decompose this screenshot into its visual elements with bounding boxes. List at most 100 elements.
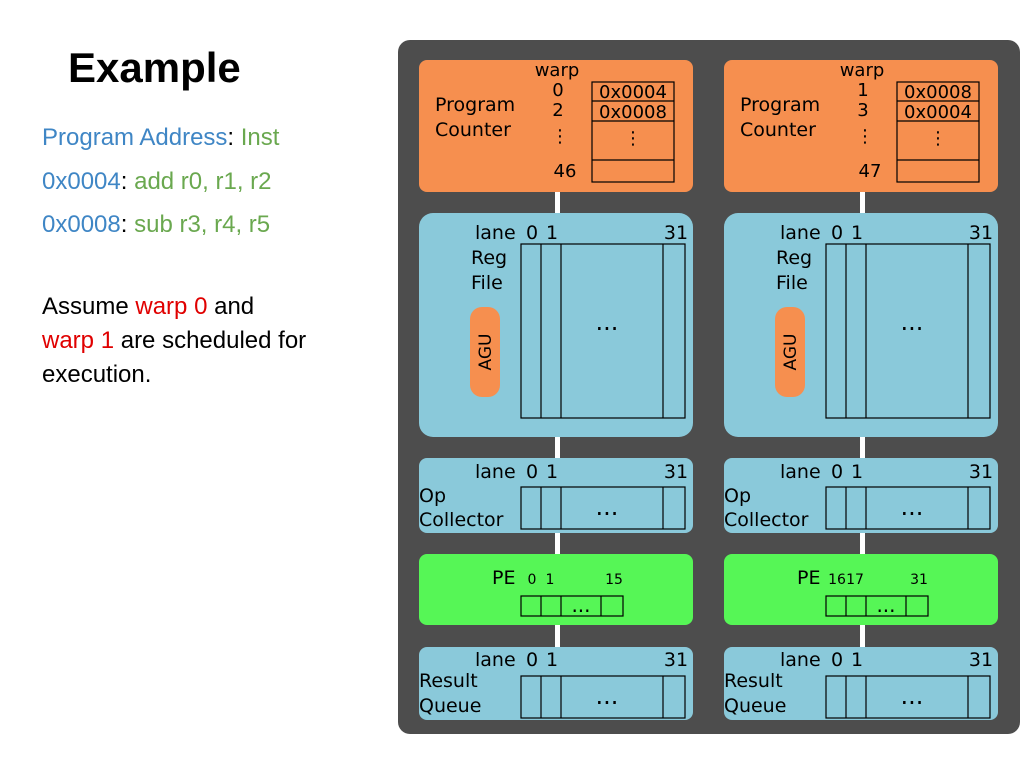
core-column-0: ProgramCounterwarp02⋮460x00040x0008⋮lane…	[419, 60, 693, 720]
lane-label: lane	[475, 461, 516, 483]
pc-table	[896, 81, 980, 183]
pc-vdots: ⋮	[624, 128, 642, 149]
lane-number: 31	[664, 222, 688, 244]
lane-number: 1	[851, 461, 863, 483]
pc-vdots: ⋮	[929, 128, 947, 149]
reg-lanes	[825, 243, 991, 419]
pc-title-line2: Counter	[740, 119, 816, 141]
rq-ellipsis: ...	[596, 682, 619, 710]
assume-text: Assume	[42, 293, 136, 320]
pc-title-line1: Program	[435, 94, 515, 116]
lane-number: 1	[546, 222, 558, 244]
lane-label: lane	[475, 222, 516, 244]
operand-collector-box	[724, 458, 998, 533]
inst-label: Inst	[240, 124, 280, 151]
lane-label: lane	[475, 649, 516, 671]
lane-number: 1	[851, 649, 863, 671]
warp-label: warp	[840, 60, 885, 81]
code-addr: 0x0008	[42, 211, 121, 238]
op-ellipsis: ...	[596, 493, 619, 521]
lane-number: 31	[664, 649, 688, 671]
code-line-1: 0x0004: add r0, r1, r2	[42, 168, 272, 196]
lane-number: 31	[969, 222, 993, 244]
warp-label: warp	[535, 60, 580, 81]
pe-box	[419, 554, 693, 625]
rq-title-line1: Result	[419, 670, 478, 692]
pe-lane-number: 15	[605, 572, 623, 588]
reg-lanes	[520, 243, 686, 419]
pe-ellipsis: ...	[876, 593, 895, 617]
reg-title-line2: File	[776, 272, 808, 294]
pe-label: PE	[492, 567, 515, 589]
pe-lanes	[825, 595, 929, 617]
assume-text: are scheduled for execution.	[42, 327, 307, 388]
code-addr: 0x0004	[42, 168, 121, 195]
pe-lane-number: 17	[846, 572, 864, 588]
op-ellipsis: ...	[901, 493, 924, 521]
lane-number: 31	[969, 461, 993, 483]
agu-box	[775, 307, 805, 397]
pc-value: 0x0008	[904, 82, 972, 103]
warp1-text: warp 1	[42, 327, 115, 354]
lane-number: 1	[851, 222, 863, 244]
pc-value: 0x0004	[599, 82, 667, 103]
agu-label: AGU	[476, 334, 496, 371]
lane-number: 31	[664, 461, 688, 483]
lane-number: 1	[546, 649, 558, 671]
warp-id: 46	[554, 161, 577, 182]
warp-vdots: ⋮	[551, 126, 569, 147]
reg-title-line1: Reg	[471, 247, 507, 269]
warp-id: 47	[859, 161, 882, 182]
program-counter-box	[419, 60, 693, 192]
agu-label: AGU	[781, 334, 801, 371]
lane-number: 0	[526, 649, 538, 671]
code-header: Program Address: Inst	[42, 124, 279, 152]
reg-ellipsis: ...	[596, 308, 619, 336]
agu-box	[470, 307, 500, 397]
pc-table	[591, 81, 675, 183]
warp-id: 2	[552, 100, 563, 121]
warp0-text: warp 0	[135, 293, 208, 320]
rq-lanes	[825, 675, 991, 719]
register-file-box	[419, 213, 693, 437]
op-lanes	[520, 486, 686, 530]
reg-ellipsis: ...	[901, 308, 924, 336]
slide-title: Example	[68, 44, 241, 91]
pc-title-line1: Program	[740, 94, 820, 116]
program-address-label: Program Address	[42, 124, 228, 151]
warp-id: 3	[857, 100, 868, 121]
op-title-line1: Op	[724, 485, 751, 507]
rq-title-line1: Result	[724, 670, 783, 692]
op-title-line1: Op	[419, 485, 446, 507]
pe-label: PE	[797, 567, 820, 589]
register-file-box	[724, 213, 998, 437]
code-line-2: 0x0008: sub r3, r4, r5	[42, 211, 270, 239]
code-inst: add r0, r1, r2	[134, 168, 272, 195]
result-queue-box	[419, 647, 693, 720]
op-lanes	[825, 486, 991, 530]
lane-label: lane	[780, 222, 821, 244]
pe-lane-number: 0	[528, 572, 537, 588]
pe-lane-number: 1	[546, 572, 555, 588]
lane-label: lane	[780, 461, 821, 483]
op-title-line2: Collector	[419, 509, 504, 531]
lane-number: 0	[831, 649, 843, 671]
code-inst: sub r3, r4, r5	[134, 211, 271, 238]
rq-ellipsis: ...	[901, 682, 924, 710]
assume-text: and	[207, 293, 255, 320]
pe-lane-number: 16	[828, 572, 846, 588]
rq-lanes	[520, 675, 686, 719]
pe-lane-number: 31	[910, 572, 928, 588]
colon: :	[120, 211, 128, 238]
pe-lanes	[520, 595, 624, 617]
result-queue-box	[724, 647, 998, 720]
op-title-line2: Collector	[724, 509, 809, 531]
pc-value: 0x0004	[904, 102, 972, 123]
rq-title-line2: Queue	[419, 695, 481, 717]
warp-vdots: ⋮	[856, 126, 874, 147]
lane-number: 0	[526, 461, 538, 483]
reg-title-line1: Reg	[776, 247, 812, 269]
lane-number: 0	[831, 222, 843, 244]
